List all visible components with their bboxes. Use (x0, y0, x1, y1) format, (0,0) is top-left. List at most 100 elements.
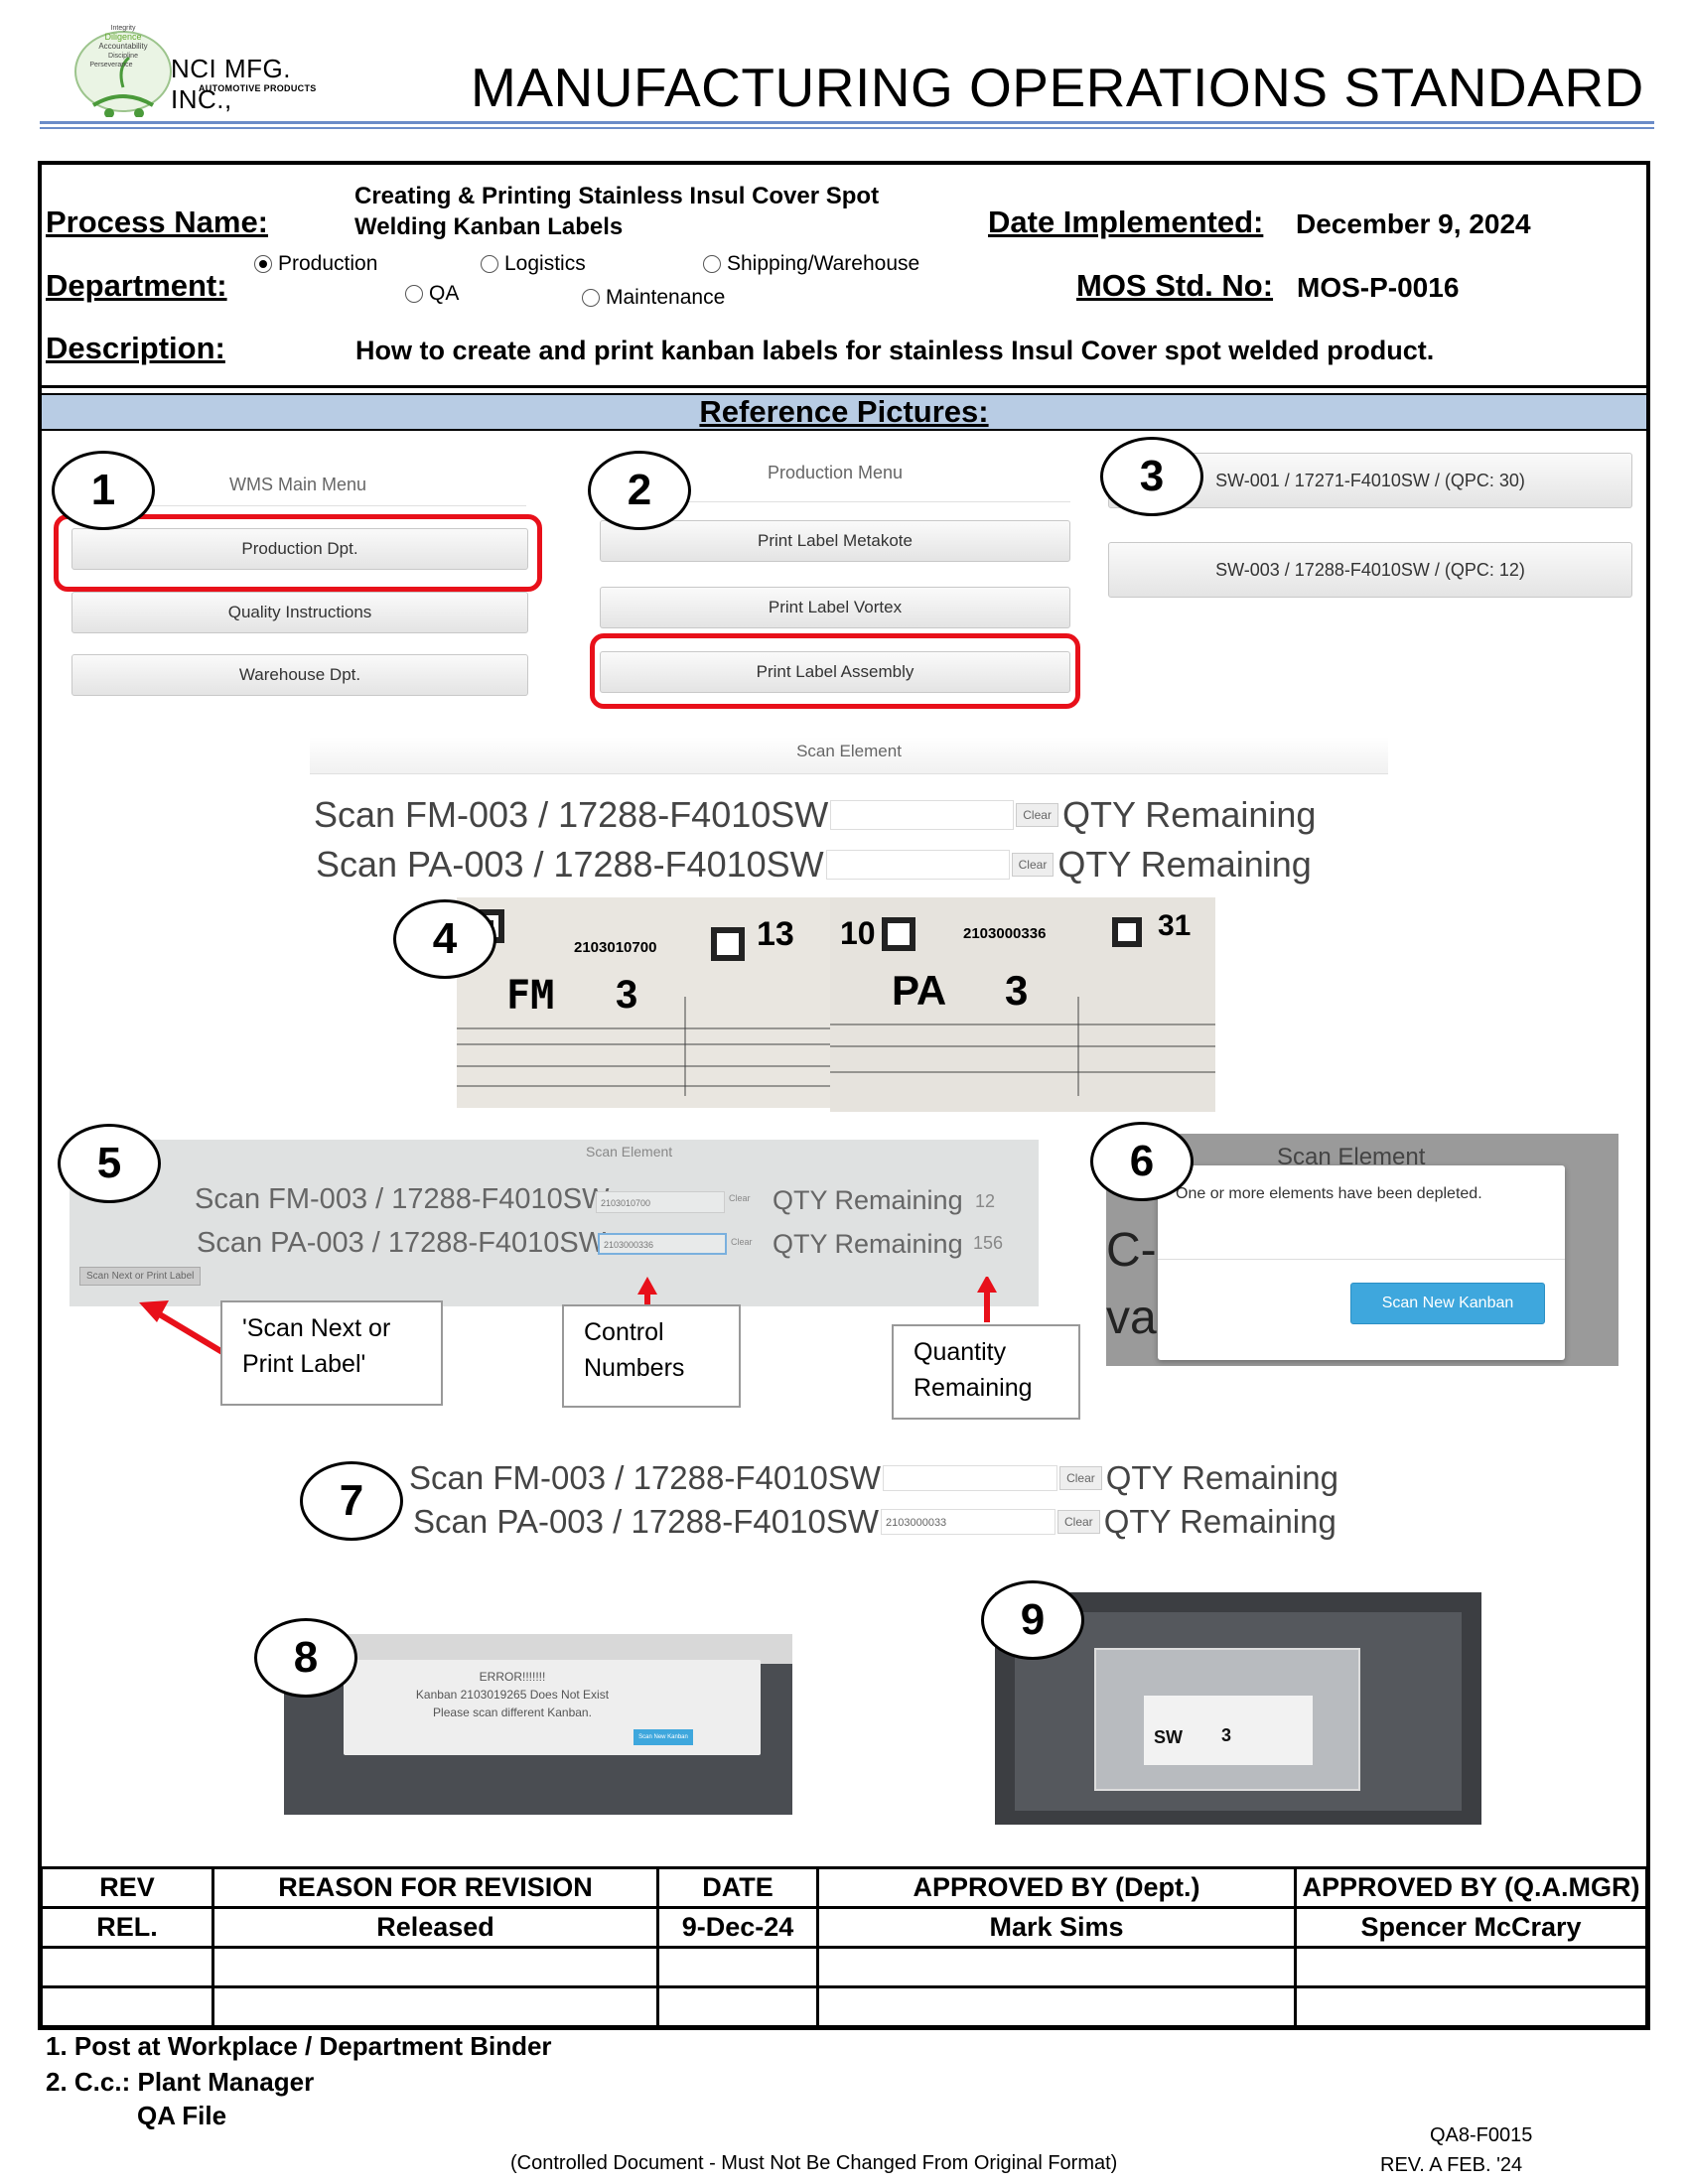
control-number-input-1[interactable]: 2103010700 (596, 1191, 725, 1213)
qty-remaining-label: QTY Remaining (1105, 1459, 1338, 1496)
print-label-metakote-button[interactable]: Print Label Metakote (600, 520, 1070, 562)
table-cell (1294, 1946, 1648, 1988)
logo-word: Perseverance (89, 62, 132, 68)
scan-row-fm: Scan FM-003 / 17288-F4010SW Clear QTY Re… (409, 1459, 1338, 1497)
red-arrow-head (139, 1300, 169, 1322)
production-dpt-button[interactable]: Production Dpt. (71, 528, 528, 570)
revision-note: REV. A FEB. '24 (1380, 2154, 1523, 2176)
scan-next-or-print-label-button[interactable]: Scan Next or Print Label (79, 1267, 202, 1286)
table-row (40, 1985, 1648, 2028)
scan-pa-input[interactable]: 2103000033 (881, 1509, 1055, 1535)
browser-bar (284, 1634, 792, 1664)
table-cell (816, 1985, 1297, 2028)
table-row (40, 1946, 1648, 1988)
table-header: DATE (656, 1866, 819, 1909)
company-name: NCI MFG. INC., (171, 54, 291, 114)
qty-remaining-value-2: 156 (973, 1233, 1004, 1253)
bin-label-code: SW (1154, 1727, 1183, 1747)
clear-button[interactable]: Clear (729, 1193, 751, 1203)
table-cell (656, 1946, 819, 1988)
kanban-label-in-bin (1144, 1696, 1313, 1765)
logo-word: Accountability (98, 42, 147, 51)
table-row: REL. Released 9-Dec-24 Mark Sims Spencer… (40, 1906, 1648, 1949)
department-label: Department: (46, 268, 227, 303)
depleted-message: One or more elements have been depleted. (1176, 1185, 1482, 1202)
radio-dot (481, 255, 498, 273)
red-arrow (151, 1307, 224, 1355)
section-divider (42, 385, 1646, 388)
qty-remaining-label: QTY Remaining (773, 1229, 963, 1259)
date-implemented-label: Date Implemented: (988, 205, 1264, 239)
controlled-document-note: (Controlled Document - Must Not Be Chang… (510, 2152, 1118, 2174)
clear-button[interactable]: Clear (1057, 1510, 1100, 1534)
radio-production[interactable]: Production (254, 252, 377, 276)
scan-pa-input[interactable] (825, 850, 1010, 880)
highlight-box (54, 514, 542, 592)
step-number-2: 2 (588, 451, 691, 530)
error-line-1: Kanban 2103019265 Does Not Exist (415, 1688, 610, 1702)
depleted-modal: One or more elements have been depleted.… (1158, 1165, 1565, 1360)
clear-button[interactable]: Clear (731, 1237, 753, 1247)
error-title: ERROR!!!!!!! (479, 1670, 546, 1684)
kanban-label-photo-fm: 2103010700 FM 3 13 (457, 897, 830, 1108)
quality-instructions-button[interactable]: Quality Instructions (71, 592, 528, 633)
step-number-3: 3 (1100, 437, 1203, 516)
radio-shipping-warehouse[interactable]: Shipping/Warehouse (703, 252, 919, 276)
company-logo: Integrity Diligence Accountability Disci… (71, 18, 350, 117)
table-cell (40, 1985, 214, 2028)
qty-remaining-label: QTY Remaining (773, 1185, 963, 1215)
kanban-bin-photo: SW 3 (995, 1592, 1481, 1825)
reference-pictures-label: Reference Pictures: (699, 394, 989, 429)
warehouse-dpt-button[interactable]: Warehouse Dpt. (71, 654, 528, 696)
scan-new-kanban-button[interactable]: Scan New Kanban (1350, 1283, 1545, 1324)
step-number-5: 5 (58, 1124, 161, 1203)
reference-pictures-bar: Reference Pictures: (42, 393, 1646, 431)
table-cell: Released (211, 1906, 659, 1949)
scan-fm-label: Scan FM-003 / 17288-F4010SW (195, 1183, 610, 1215)
qty-remaining-label: QTY Remaining (1057, 844, 1312, 885)
table-cell: Spencer McCrary (1294, 1906, 1648, 1949)
radio-label: Shipping/Warehouse (727, 252, 920, 275)
clear-button[interactable]: Clear (1011, 853, 1055, 877)
table-header-row: REV REASON FOR REVISION DATE APPROVED BY… (40, 1866, 1648, 1909)
description-value: How to create and print kanban labels fo… (355, 336, 1435, 365)
scan-row-pa: Scan PA-003 / 17288-F4010SW 2103000033 C… (413, 1503, 1336, 1541)
radio-label: Logistics (504, 252, 586, 275)
error-dialog-photo: ERROR!!!!!!! Kanban 2103019265 Does Not … (284, 1634, 792, 1815)
radio-label: Production (278, 252, 378, 275)
radio-qa[interactable]: QA (405, 282, 459, 306)
callout-quantity-remaining: Quantity Remaining (892, 1324, 1080, 1420)
radio-logistics[interactable]: Logistics (481, 252, 586, 276)
header-divider (40, 121, 1654, 124)
process-name-value: Creating & Printing Stainless Insul Cove… (354, 183, 880, 240)
radio-label: Maintenance (606, 286, 726, 309)
callout-scan-next: 'Scan Next or Print Label' (220, 1300, 443, 1406)
radio-dot (254, 255, 272, 273)
scan-pa-label: Scan PA-003 / 17288-F4010SW (316, 844, 824, 885)
scan-fm-input[interactable] (830, 800, 1015, 830)
sw-003-button[interactable]: SW-003 / 17288-F4010SW / (QPC: 12) (1108, 542, 1632, 598)
print-label-assembly-button[interactable]: Print Label Assembly (600, 651, 1070, 693)
clear-button[interactable]: Clear (1016, 803, 1058, 827)
bin-label-qty: 3 (1221, 1725, 1232, 1745)
table-header: APPROVED BY (Q.A.MGR) (1294, 1866, 1648, 1909)
step-number-4: 4 (393, 899, 496, 979)
mos-std-value: MOS-P-0016 (1297, 272, 1460, 303)
clear-button[interactable]: Clear (1059, 1466, 1102, 1490)
control-number-input-2[interactable]: 2103000336 (598, 1233, 727, 1255)
kanban-serial: 2103010700 (574, 939, 657, 956)
logo-word: Diligence (104, 32, 141, 42)
table-cell (40, 1946, 214, 1988)
scan-fm-input[interactable] (883, 1465, 1058, 1491)
background-text-fragment: vai (1106, 1292, 1168, 1344)
radio-maintenance[interactable]: Maintenance (582, 286, 725, 310)
revision-table: REV REASON FOR REVISION DATE APPROVED BY… (40, 1866, 1648, 2028)
qty-remaining-label: QTY Remaining (1061, 794, 1317, 835)
footer-note-3: QA File (137, 2101, 227, 2130)
print-label-vortex-button[interactable]: Print Label Vortex (600, 587, 1070, 628)
scan-row-fm: Scan FM-003 / 17288-F4010SW Clear QTY Re… (314, 794, 1316, 836)
scan-new-kanban-button[interactable]: Scan New Kanban (633, 1729, 693, 1745)
radio-dot (703, 255, 721, 273)
highlight-box (590, 633, 1080, 709)
logo-emblem: Integrity Diligence Accountability Disci… (74, 25, 172, 117)
